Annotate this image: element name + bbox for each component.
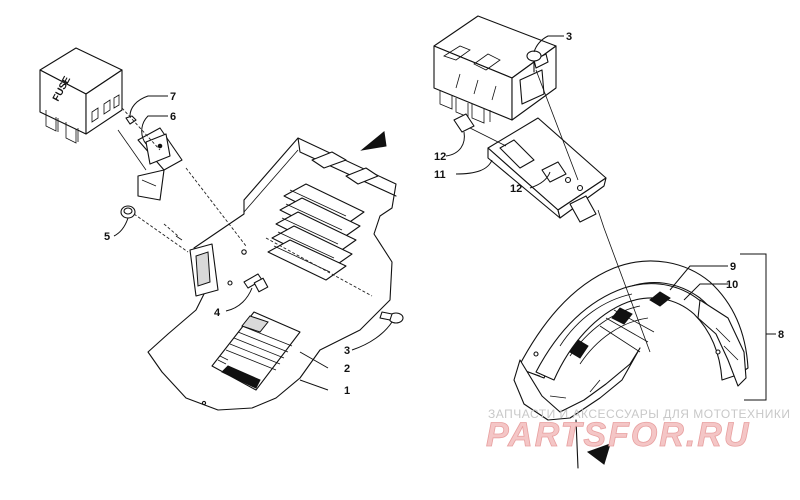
callout-2: 2 — [344, 363, 350, 375]
callout-6: 6 — [170, 111, 176, 123]
callout-12: 12 — [434, 151, 446, 163]
direction-arrow-right — [586, 443, 611, 465]
screw-3-panel — [379, 311, 404, 324]
warning-decal — [211, 311, 301, 391]
fender-assembly — [513, 260, 749, 421]
main-panel — [147, 137, 397, 411]
callout-12: 12 — [510, 183, 522, 195]
callout-3: 3 — [344, 345, 350, 357]
watermark-brand: PARTSFOR.RU — [486, 416, 750, 454]
screw-4 — [243, 273, 269, 293]
control-module — [433, 15, 557, 124]
fuse-box: FUSE — [39, 47, 123, 144]
callout-5: 5 — [104, 231, 110, 243]
callout-9: 9 — [730, 261, 736, 273]
module-bracket — [487, 117, 607, 223]
callout-7: 7 — [170, 91, 176, 103]
clip-nut-12a — [453, 113, 475, 133]
callout-8: 8 — [778, 329, 784, 341]
watermark-tagline: ЗАПЧАСТИ И АКСЕССУАРЫ ДЛЯ МОТОТЕХНИКИ — [488, 407, 790, 421]
callout-10: 10 — [726, 279, 738, 291]
lock-nut — [120, 205, 136, 219]
push-rivet — [526, 50, 542, 73]
small-nut — [125, 115, 137, 125]
callout-11: 11 — [434, 169, 446, 181]
callout-3: 3 — [566, 31, 572, 43]
direction-arrow-left — [360, 131, 387, 151]
callout-4: 4 — [214, 307, 221, 319]
fuse-bracket — [137, 127, 183, 201]
callout-1: 1 — [344, 385, 350, 397]
